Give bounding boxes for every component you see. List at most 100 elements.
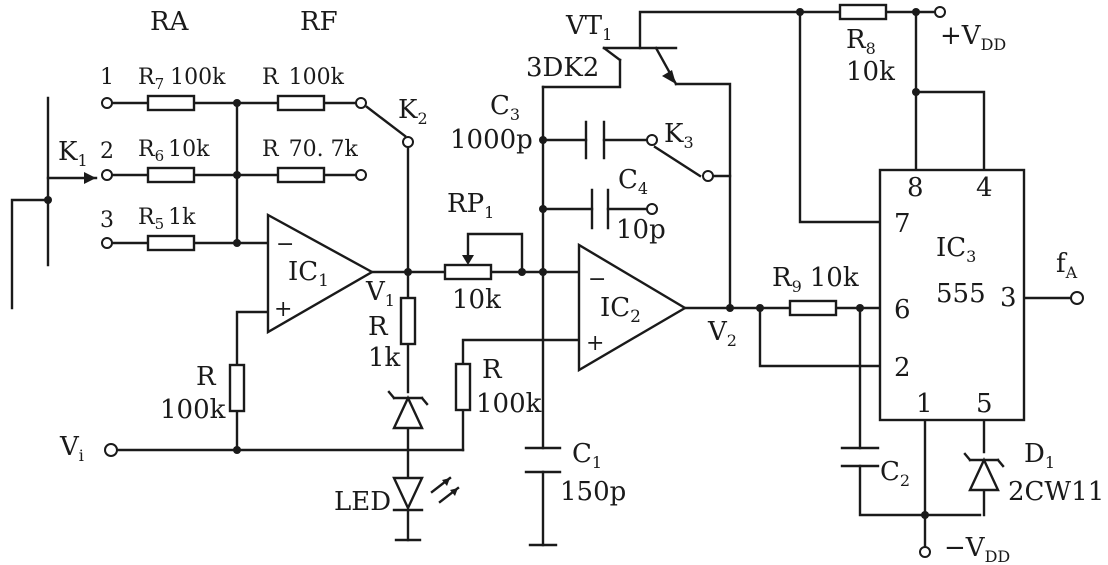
switch-k2: K2: [398, 95, 428, 148]
fa-terminal: [1070, 291, 1084, 305]
rf-header: RF: [300, 7, 338, 37]
ra-header: RA: [150, 7, 190, 37]
svg-text:IC2: IC2: [600, 293, 641, 327]
junction-pin2: [756, 304, 764, 312]
junction-r8-left: [796, 8, 804, 16]
svg-text:R8: R8: [846, 25, 876, 58]
svg-text:VT1: VT1: [565, 11, 612, 44]
svg-text:8: 8: [907, 173, 924, 203]
junction-c2: [856, 304, 864, 312]
svg-text:C2: C2: [880, 457, 910, 490]
svg-text:7: 7: [894, 209, 911, 239]
ic1-opamp: − + IC1: [266, 212, 375, 335]
junction-ra-1: [233, 99, 241, 107]
svg-text:C3: C3: [490, 91, 520, 124]
svg-text:1k: 1k: [368, 343, 401, 373]
vi-label: Vi: [59, 432, 84, 465]
svg-text:3DK2: 3DK2: [526, 53, 599, 83]
svg-text:+: +: [586, 331, 604, 356]
svg-text:100k: 100k: [476, 389, 542, 419]
c3-capacitor: C3 1000p: [450, 91, 658, 160]
k1-terminal-3: [101, 237, 113, 249]
svg-text:10k: 10k: [846, 57, 895, 87]
junction-v1: [404, 268, 412, 276]
r8-resistor: R8 10k: [838, 3, 895, 87]
r-ic2-plus-resistor: R 100k: [454, 355, 542, 419]
k1-terminal-1: [101, 97, 113, 109]
k1-label: K1: [58, 137, 88, 170]
svg-text:K2: K2: [398, 95, 428, 128]
vdd-neg-terminal: [919, 546, 931, 558]
wires: [10, 10, 1073, 549]
d1-zener: D1 2CW11: [963, 439, 1104, 507]
switch-k3: K3: [664, 119, 714, 182]
svg-text:1000p: 1000p: [450, 125, 533, 155]
r-led-resistor: R 1k: [368, 296, 417, 373]
junction-ra-3: [233, 239, 241, 247]
junction-pin8-4: [912, 88, 920, 96]
ic2-opamp: − + IC2: [577, 242, 688, 373]
svg-text:R: R: [196, 362, 217, 392]
svg-text:4: 4: [976, 173, 993, 203]
svg-text:C4: C4: [618, 165, 648, 198]
junction-v2: [726, 304, 734, 312]
svg-text:RP1: RP1: [447, 189, 494, 222]
svg-text:IC3: IC3: [936, 233, 976, 266]
c1-capacitor: C1 150p: [524, 439, 626, 507]
svg-text:10k: 10k: [452, 285, 501, 315]
junction-r8-right: [912, 8, 920, 16]
junction-d1-bottom: [921, 511, 929, 519]
rp1-potentiometer: RP1 10k: [443, 189, 501, 315]
k1-position-3: 3: [100, 208, 114, 233]
svg-text:10p: 10p: [616, 215, 666, 245]
svg-text:R70. 7k: R70. 7k: [262, 137, 359, 162]
svg-text:150p: 150p: [560, 477, 626, 507]
c2-capacitor: C2: [840, 446, 910, 490]
svg-text:−: −: [588, 267, 606, 292]
vt1-transistor: VT1 3DK2: [526, 11, 678, 86]
led-diode: LED: [334, 476, 460, 517]
vdd-pos-terminal: [934, 6, 946, 18]
ic3-555-timer: 8 4 7 6 2 3 1 5 IC3 555: [878, 168, 1026, 422]
c4-capacitor: C4 10p: [590, 165, 666, 245]
node-v2-label: V2: [707, 317, 737, 350]
vi-terminal: [104, 443, 118, 457]
fa-label: fA: [1056, 249, 1078, 282]
svg-text:555: 555: [936, 279, 986, 309]
r-input-resistor: R 100k: [160, 362, 246, 425]
junction-vi: [233, 446, 241, 454]
junction-c3: [539, 136, 547, 144]
svg-text:IC1: IC1: [288, 257, 329, 291]
vdd-neg-label: −VDD: [944, 533, 1010, 565]
junction-ra-2: [233, 171, 241, 179]
svg-text:2: 2: [894, 353, 911, 383]
svg-text:2CW11: 2CW11: [1008, 477, 1104, 507]
svg-text:5: 5: [976, 389, 993, 419]
junction-rp1-wiper: [518, 268, 526, 276]
svg-text:3: 3: [1000, 283, 1017, 313]
svg-text:R: R: [482, 355, 503, 385]
k1-ground-joint: [44, 196, 52, 204]
svg-text:R: R: [368, 312, 389, 342]
junction-c4: [539, 205, 547, 213]
svg-text:D1: D1: [1024, 439, 1055, 472]
svg-text:C1: C1: [572, 439, 602, 472]
svg-text:100k: 100k: [160, 395, 226, 425]
k1-position-2: 2: [100, 139, 114, 164]
vdd-pos-label: +VDD: [940, 21, 1006, 54]
svg-text:K3: K3: [664, 119, 694, 152]
svg-text:+: +: [274, 297, 292, 322]
node-v1-label: V1: [365, 277, 395, 310]
switch-k1: 1 2 3 K1: [44, 65, 114, 249]
junction-sum: [539, 268, 547, 276]
